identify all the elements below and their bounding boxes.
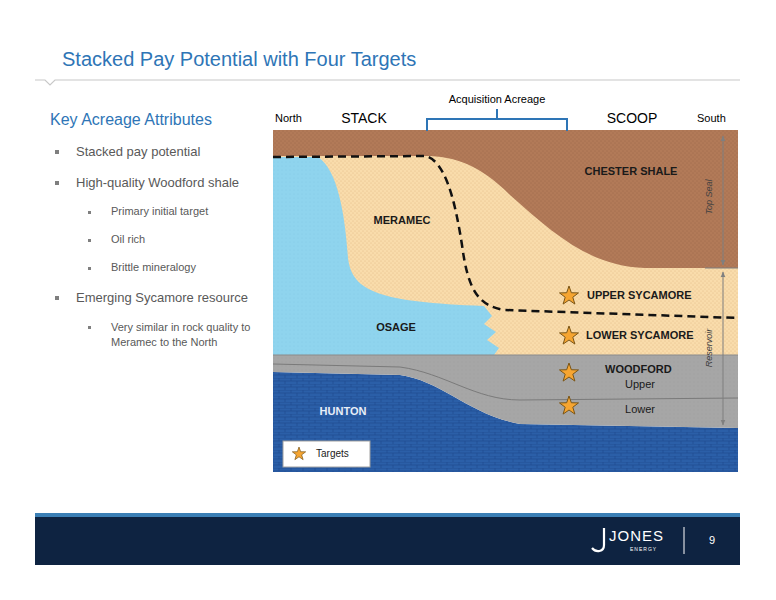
sub-bullet-square (88, 326, 91, 329)
formation-label: HUNTON (320, 405, 367, 418)
sub-bullet-text: Very similar in rock quality to Meramec … (111, 320, 271, 350)
formation-label: Lower (625, 403, 655, 416)
sub-bullet-text: Oil rich (111, 233, 145, 246)
band-fill (273, 372, 738, 472)
sub-bullet-text: Primary initial target (111, 205, 208, 218)
legend-text: Targets (316, 448, 349, 459)
bullet-square (55, 150, 59, 154)
sub-bullet-square (88, 211, 91, 214)
play-label: SCOOP (607, 110, 658, 127)
footer-text: ENERGY (630, 546, 657, 552)
direction-label: North (275, 112, 302, 125)
slide-title: Stacked Pay Potential with Four Targets (62, 47, 416, 71)
band-fill (273, 157, 499, 355)
formation-label: UPPER SYCAMORE (587, 289, 692, 302)
formation-label: MERAMEC (374, 214, 431, 227)
formation-label: Upper (625, 378, 655, 391)
formation-label: CHESTER SHALE (585, 165, 678, 178)
zone-label: Reservoir (704, 329, 715, 368)
title-divider (35, 80, 740, 85)
formation-label: OSAGE (376, 321, 416, 334)
bullet-text: Stacked pay potential (76, 144, 200, 160)
bullet-square (55, 181, 59, 185)
section-heading: Key Acreage Attributes (50, 110, 212, 129)
band-fill (273, 150, 738, 355)
sub-bullet-text: Brittle mineralogy (111, 261, 196, 274)
legend-entry: Targets (316, 448, 349, 460)
acreage-bracket (427, 109, 567, 131)
acreage-label: Acquisition Acreage (449, 93, 546, 106)
zone-label: Top Seal (704, 179, 715, 214)
bullet-text: Emerging Sycamore resource (76, 290, 248, 306)
footer-band: JONESENERGY 9 (35, 517, 740, 565)
formation-label: LOWER SYCAMORE (586, 329, 694, 342)
footer-text: 9 (709, 534, 715, 547)
formation-label: WOODFORD (605, 363, 672, 376)
bullet-text: High-quality Woodford shale (76, 175, 239, 191)
direction-label: South (697, 112, 726, 125)
bullet-square (55, 296, 59, 300)
sub-bullet-square (88, 267, 91, 270)
play-label: STACK (341, 110, 387, 127)
sub-bullet-square (88, 239, 91, 242)
footer-text: JONES (609, 527, 664, 545)
